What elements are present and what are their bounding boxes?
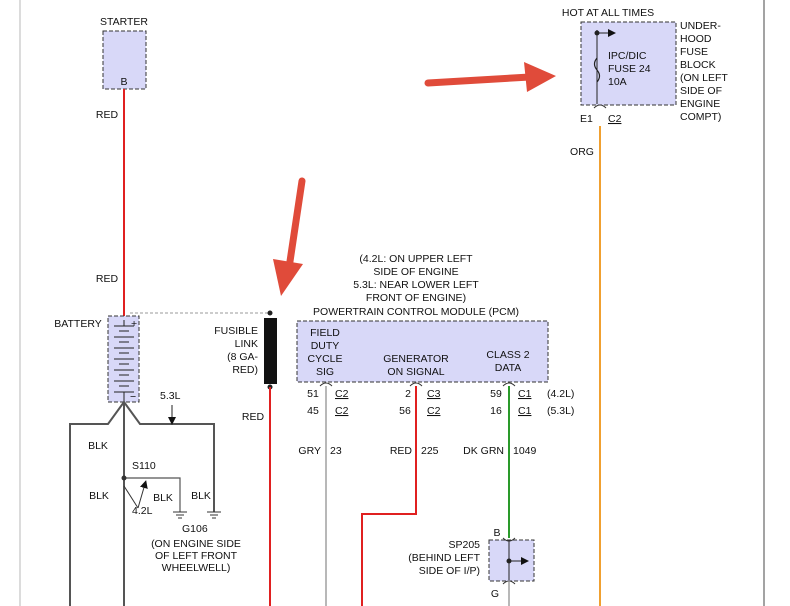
fuse-label-2: FUSE 24	[608, 63, 651, 75]
battery-minus: −	[130, 391, 136, 403]
battery-title: BATTERY	[54, 318, 101, 330]
gry-wire-color: GRY	[298, 445, 321, 457]
battery-plus: +	[131, 318, 137, 330]
fusible-link-label-4: RED)	[232, 364, 258, 376]
pin-r1-c6: C1	[518, 388, 532, 400]
ground-blk-2: BLK	[89, 490, 109, 502]
fuse-block-desc-4: BLOCK	[680, 59, 716, 71]
fuse-block-desc-6: SIDE OF	[680, 85, 722, 97]
pin-r1-c1: 51	[307, 388, 319, 400]
pin-r2-c7: (5.3L)	[547, 405, 574, 417]
g106-label: G106	[182, 523, 208, 535]
s110-switch-arrow	[137, 480, 148, 509]
pcm-signal-field-4: SIG	[316, 366, 334, 378]
fuse-block-header: HOT AT ALL TIMES	[562, 7, 654, 19]
pin-r1-c4: C3	[427, 388, 441, 400]
sp205-location-2: SIDE OF I/P)	[419, 565, 480, 577]
gry-wire-circuit: 23	[330, 445, 342, 457]
pcm-location-4: FRONT OF ENGINE)	[366, 292, 466, 304]
pin-r2-c4: C2	[427, 405, 441, 417]
sp205: B G SP205 (BEHIND LEFT SIDE OF I/P)	[408, 527, 535, 600]
g106-location-1: (ON ENGINE SIDE	[151, 538, 241, 550]
fusible-link-label-3: (8 GA-	[227, 351, 258, 363]
pin-r1-c2: C2	[335, 388, 349, 400]
fuse-label-1: IPC/DIC	[608, 50, 647, 62]
fuse-label-3: 10A	[608, 76, 627, 88]
grn-wire-circuit: 1049	[513, 445, 537, 457]
ground-blk-1: BLK	[88, 440, 108, 452]
battery-wire-label: RED	[96, 273, 119, 285]
ground-blk-3: BLK	[153, 492, 173, 504]
battery-ground-wires	[69, 401, 215, 606]
pin-r1-c3: 2	[405, 388, 411, 400]
fuse-connector: C2	[608, 113, 622, 125]
ground-blk-4: BLK	[191, 490, 211, 502]
ground-variant: 4.2L	[132, 505, 153, 517]
org-wire-label: ORG	[570, 146, 594, 158]
s110-switch-arm	[123, 485, 139, 509]
g106-location-2: OF LEFT FRONT	[155, 550, 238, 562]
battery-cells	[114, 325, 134, 393]
pin-r2-c3: 56	[399, 405, 411, 417]
pcm-location-2: SIDE OF ENGINE	[373, 266, 458, 278]
pcm-signal-class2-1: CLASS 2	[486, 349, 529, 361]
ground-symbol-2	[207, 511, 221, 519]
s110-label: S110	[132, 460, 156, 472]
ground-section: BLK S110 BLK BLK BLK 4.2L G106 (ON ENGIN…	[88, 440, 241, 574]
pin-r2-c2: C2	[335, 405, 349, 417]
fusible-link-label-1: FUSIBLE	[214, 325, 258, 337]
s110-node	[121, 475, 127, 481]
fuse-block-desc-2: HOOD	[680, 33, 712, 45]
fuse-block-desc-5: (ON LEFT	[680, 72, 728, 84]
grn-wire-color: DK GRN	[463, 445, 504, 457]
annotation-arrow-fuse	[424, 62, 556, 92]
fuse-block-desc-8: COMPT)	[680, 111, 721, 123]
pin-r2-c6: C1	[518, 405, 532, 417]
pin-r1-c7: (4.2L)	[547, 388, 574, 400]
fuse-block-desc-1: UNDER-	[680, 20, 721, 32]
pcm: (4.2L: ON UPPER LEFT SIDE OF ENGINE 5.3L…	[296, 253, 574, 417]
pin-r1-c5: 59	[490, 388, 502, 400]
fusible-link: FUSIBLE LINK (8 GA- RED) RED	[214, 310, 277, 606]
pcm-signal-gen-2: ON SIGNAL	[387, 366, 444, 378]
pcm-signal-field-1: FIELD	[310, 327, 340, 339]
battery-variant: 5.3L	[160, 390, 181, 402]
pcm-signal-class2-2: DATA	[495, 362, 521, 374]
starter: STARTER B RED RED	[96, 16, 148, 316]
sp205-pin-bottom: G	[491, 588, 499, 600]
red-225-wire	[361, 386, 417, 606]
starter-wire-label: RED	[96, 109, 119, 121]
s110-bus	[124, 477, 181, 512]
pcm-location-1: (4.2L: ON UPPER LEFT	[359, 253, 473, 265]
fuse-block-desc-7: ENGINE	[680, 98, 720, 110]
starter-title: STARTER	[100, 16, 148, 28]
pcm-title: POWERTRAIN CONTROL MODULE (PCM)	[313, 306, 519, 318]
sp205-label: SP205	[448, 539, 480, 551]
fusible-link-body	[264, 318, 277, 384]
fuse-terminal: E1	[580, 113, 593, 125]
fuse-block: HOT AT ALL TIMES IPC/DIC FUSE 24 10A UND…	[562, 7, 728, 606]
g106-location-3: WHEELWELL)	[162, 562, 231, 574]
fuse-block-desc-3: FUSE	[680, 46, 708, 58]
pcm-signal-field-2: DUTY	[311, 340, 340, 352]
fusible-link-wire-label: RED	[242, 411, 265, 423]
pcm-signal-field-3: CYCLE	[307, 353, 342, 365]
pcm-location-3: 5.3L: NEAR LOWER LEFT	[353, 279, 479, 291]
ground-symbol-1	[173, 511, 187, 519]
starter-box	[102, 30, 147, 90]
red-wire-circuit: 225	[421, 445, 439, 457]
annotation-arrow-fusible-link	[273, 177, 306, 296]
starter-pin: B	[120, 76, 127, 88]
pin-r2-c5: 16	[490, 405, 502, 417]
sp205-pin-top: B	[493, 527, 500, 539]
sp205-location-1: (BEHIND LEFT	[408, 552, 480, 564]
pin-r2-c1: 45	[307, 405, 319, 417]
pcm-signal-gen-1: GENERATOR	[383, 353, 449, 365]
red-wire-color: RED	[390, 445, 413, 457]
fuse-symbol	[593, 57, 601, 83]
battery: BATTERY + −	[54, 315, 140, 403]
fusible-link-label-2: LINK	[235, 338, 258, 350]
pcm-box	[296, 320, 549, 383]
